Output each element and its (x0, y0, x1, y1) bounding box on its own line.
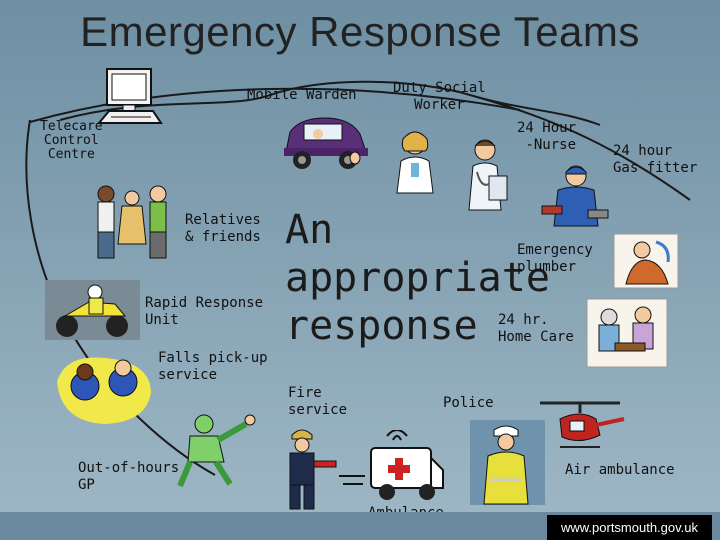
home-care-icon (586, 298, 668, 368)
label-nurse: 24 Hour -Nurse (517, 120, 577, 153)
plumber-icon (613, 233, 679, 289)
hand-icon (349, 151, 361, 165)
footer-url[interactable]: www.portsmouth.gov.uk (547, 515, 712, 540)
falls-runner-icon (57, 357, 151, 424)
label-air-ambulance: Air ambulance (565, 462, 675, 478)
nurse-icon (468, 139, 508, 211)
ambulance-icon (339, 430, 444, 500)
label-duty-social-worker: Duty Social Worker (393, 80, 486, 113)
label-relatives: Relatives & friends (185, 212, 261, 245)
label-fire: Fire service (288, 385, 348, 418)
label-mobile-warden: Mobile Warden (247, 87, 357, 103)
motorcycle-icon (45, 280, 140, 340)
label-gp: Out-of-hours GP (78, 460, 180, 493)
label-police: Police (443, 395, 494, 411)
relatives-icon (97, 185, 167, 259)
label-rapid-response: Rapid Response Unit (145, 295, 264, 328)
firefighter-icon (289, 429, 337, 510)
label-plumber: Emergency plumber (517, 242, 593, 275)
social-worker-icon (396, 131, 434, 194)
center-heading: An appropriate response (285, 207, 550, 349)
label-falls: Falls pick-up service (158, 350, 268, 383)
page-title: Emergency Response Teams (80, 8, 640, 55)
doctor-running-icon (177, 414, 256, 488)
label-telecare: Telecare Control Centre (40, 119, 103, 162)
police-officer-icon (470, 420, 545, 505)
computer-icon (96, 68, 163, 124)
gas-fitter-icon (541, 165, 609, 227)
label-gas-fitter: 24 hour Gas fitter (613, 143, 698, 176)
label-home-care: 24 hr. Home Care (498, 312, 574, 345)
helicopter-icon (540, 401, 625, 448)
